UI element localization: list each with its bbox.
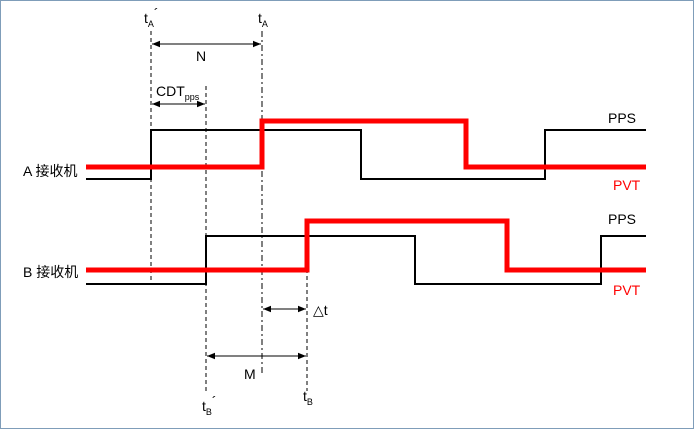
receiver-a-pvt-waveform xyxy=(86,118,646,170)
receiver-b-pvt-waveform xyxy=(86,218,646,273)
receiver-a-pps-label: PPS xyxy=(608,110,636,126)
receiver-a-pvt-label: PVT xyxy=(613,177,641,193)
receiver-b-label: B 接收机 xyxy=(23,264,78,280)
cdt-label: CDTpps xyxy=(156,83,200,102)
ta-prime-label: tA´ xyxy=(144,5,159,29)
dt-label: △t xyxy=(313,302,328,318)
receiver-b-pps-waveform xyxy=(86,235,646,285)
tb-prime-label: tB´ xyxy=(202,393,217,417)
m-label: M xyxy=(244,366,256,382)
n-label: N xyxy=(196,48,206,64)
receiver-a-pps-waveform xyxy=(86,129,646,180)
ta-label: tA xyxy=(258,10,268,29)
receiver-b-pvt-label: PVT xyxy=(613,282,641,298)
tb-label: tB xyxy=(303,388,313,407)
receiver-b-pps-label: PPS xyxy=(608,211,636,227)
receiver-a-label: A 接收机 xyxy=(23,163,77,179)
